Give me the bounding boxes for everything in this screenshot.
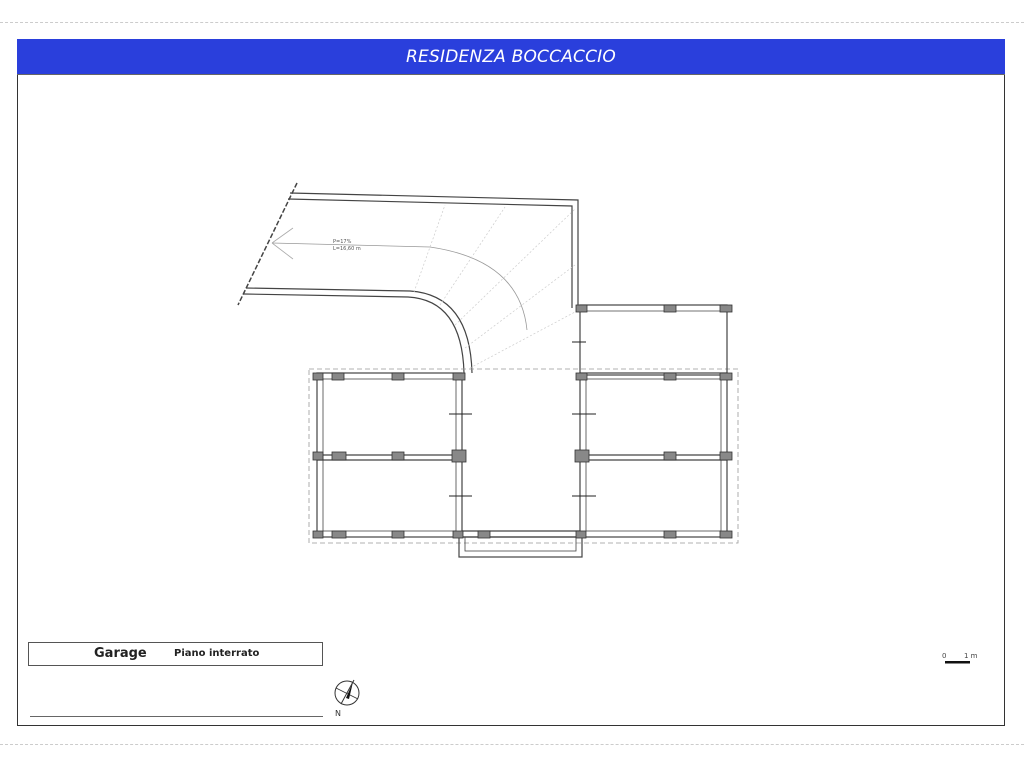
ramp-division-lines — [413, 204, 576, 369]
ramp-outer-wall — [287, 192, 579, 308]
cut-line-top — [0, 22, 1024, 23]
foundation-outline — [308, 368, 739, 544]
drawing-name: Garage — [94, 646, 147, 661]
scale-bar: 0 1 m — [942, 652, 978, 664]
cut-line-bottom — [0, 744, 1024, 745]
scale-start: 0 — [942, 652, 946, 660]
signature-line — [30, 716, 323, 717]
title-block: Garage Piano interrato — [28, 642, 323, 666]
columns — [312, 304, 733, 539]
header-bar: RESIDENZA BOCCACCIO — [17, 39, 1005, 75]
ramp-slope-label: P=17% — [333, 239, 352, 245]
north-arrow-icon: N — [334, 679, 360, 718]
ramp-cut-line — [237, 182, 298, 306]
drawing-subtitle: Piano interrato — [174, 648, 260, 659]
entrance-box — [458, 536, 583, 558]
north-label: N — [335, 709, 341, 718]
ramp-inner-wall — [243, 287, 473, 374]
project-title: RESIDENZA BOCCACCIO — [406, 46, 616, 67]
ramp-length-label: L=16,60 m — [333, 246, 361, 252]
scale-end: 1 m — [964, 652, 978, 660]
ramp-axis — [271, 242, 528, 331]
upper-right-block — [579, 304, 728, 376]
ramp-arrow — [271, 227, 294, 260]
